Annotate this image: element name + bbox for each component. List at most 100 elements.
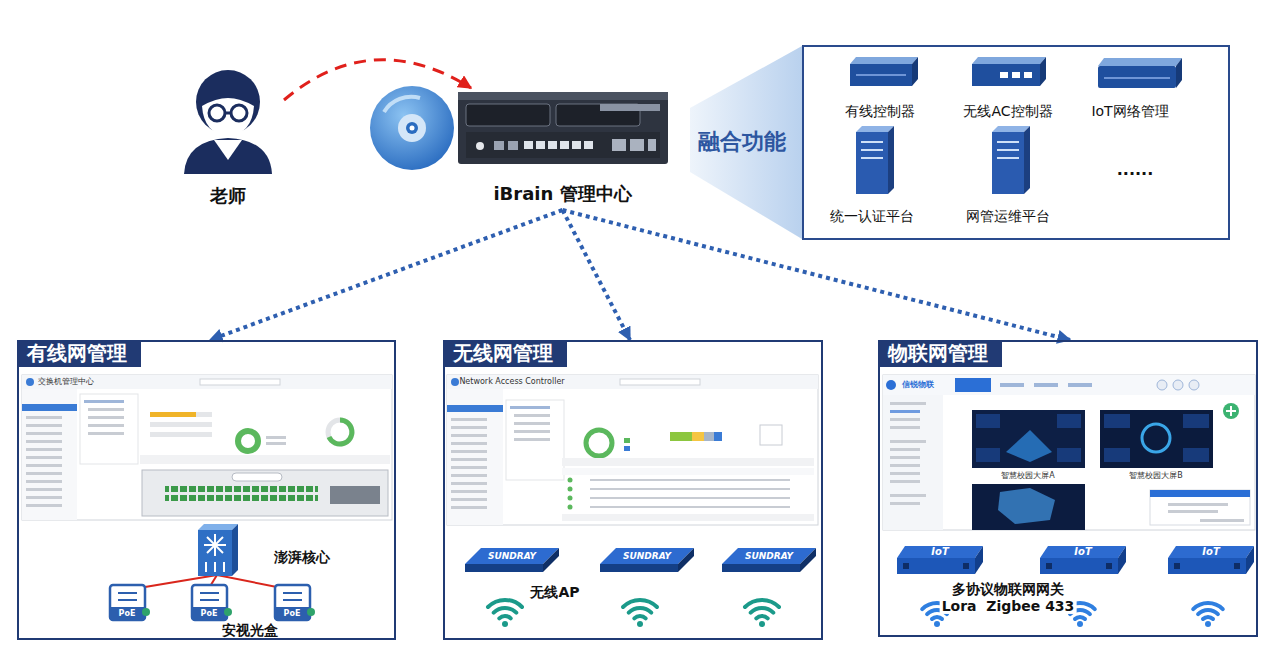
server-label: iBrain 管理中心	[451, 182, 674, 206]
iot-console-screenshot-part	[890, 502, 920, 505]
wifi-signal-part	[499, 616, 510, 618]
server-icon-part	[584, 141, 593, 149]
server-icon-part	[648, 139, 656, 151]
auth-server-icon	[856, 126, 894, 194]
screen-caption: 智慧校园大屏B	[1129, 471, 1183, 480]
brand-tag: IoT	[1202, 546, 1219, 558]
brand-tag: IoT	[931, 546, 948, 558]
switch-console-screenshot-part	[142, 470, 388, 516]
poe-box-icon-part	[224, 608, 232, 616]
switch-console-screenshot-part	[88, 416, 124, 419]
access-point-icon-part	[800, 548, 816, 572]
iot-console-screenshot-part	[890, 480, 920, 483]
disc-icon-part	[384, 97, 420, 112]
switch-console-screenshot-part	[150, 412, 196, 417]
access-point-icon-part	[465, 548, 559, 564]
core-switch-icon-part	[207, 537, 223, 553]
poe-box-icon-part	[283, 599, 302, 601]
wlan-console-screenshot-part	[562, 514, 814, 521]
iot-manager-icon-part	[1176, 58, 1182, 88]
device-label: 安视光盒	[222, 622, 278, 638]
port-tag: PoE	[201, 609, 218, 618]
iot-gateway-icon-part	[1118, 546, 1126, 574]
iot-console-screenshot-part	[1034, 383, 1058, 387]
wifi-signal-part	[759, 621, 765, 627]
switch-console-screenshot-part	[22, 375, 392, 389]
wlan-console-screenshot-part	[568, 487, 573, 492]
switch-console-screenshot-part	[232, 473, 282, 481]
wifi-signal	[488, 600, 779, 627]
disc-icon-part	[398, 114, 426, 142]
panel-title: 物联网管理	[878, 340, 1002, 367]
iot-gateway-icon	[897, 546, 1254, 574]
server-node: iBrain 管理中心	[451, 88, 674, 208]
iot-gateway-icon-part	[963, 563, 969, 569]
switch-console-screenshot-part	[26, 448, 62, 451]
ops-server-icon-part	[1024, 126, 1030, 194]
wifi-signal-part	[629, 608, 652, 613]
poe-box-icon-part	[275, 585, 310, 620]
wifi-signal-part	[488, 600, 522, 607]
teacher-icon-part	[209, 105, 225, 121]
core-switch-icon-part	[198, 530, 232, 576]
wlan-console-screenshot-part	[692, 432, 704, 441]
iot-console-screenshot-part	[1168, 503, 1228, 506]
iot-console-screenshot-part	[1057, 414, 1081, 428]
iot-console-screenshot	[883, 375, 1255, 530]
auth-server-icon-part	[856, 126, 894, 132]
iot-console-screenshot-part	[890, 418, 920, 421]
switch-console-screenshot-part	[26, 456, 62, 459]
iot-console-screenshot-part	[890, 464, 920, 467]
wlan-console-screenshot-part	[510, 406, 550, 409]
device-label: 澎湃核心	[274, 549, 330, 565]
iot-console-screenshot-part	[1189, 380, 1199, 390]
device-label: 有线控制器	[845, 103, 915, 119]
brand-tag: SUNDRAY	[623, 551, 671, 561]
iot-gateway-icon-part	[1168, 546, 1254, 558]
wlan-console-screenshot-part	[624, 438, 630, 443]
iot-gateway-icon-part	[975, 546, 983, 574]
switch-console-screenshot-part	[26, 472, 62, 475]
ac-controller-icon-part	[1024, 72, 1032, 78]
iot-signal-part	[1193, 603, 1223, 609]
switch-console-screenshot-part	[84, 400, 124, 403]
iot-console-screenshot-part	[1157, 380, 1167, 390]
device-label: 多协议物联网网关	[950, 581, 1066, 597]
wlan-console-screenshot-part	[451, 490, 487, 493]
poe-box-icon-part	[110, 585, 145, 620]
wifi-signal-part	[623, 600, 657, 607]
switch-console-screenshot-part	[266, 442, 286, 445]
iot-signal-part	[1205, 621, 1211, 627]
wlan-console-screenshot-part	[447, 375, 818, 389]
dotted-arrow	[210, 210, 563, 340]
iot-console-screenshot-part	[886, 380, 896, 390]
iot-console-screenshot-part	[1183, 414, 1209, 428]
iot-console-screenshot-part	[972, 410, 1085, 468]
server-icon-part	[494, 141, 504, 150]
iot-signal-part	[934, 621, 940, 627]
fusion-heading: 融合功能	[698, 127, 786, 157]
wlan-console-screenshot-part	[620, 379, 700, 385]
auth-server-icon-part	[861, 141, 883, 143]
iot-console-screenshot-part	[890, 456, 920, 459]
iot-panel: 物联网管理	[878, 340, 1258, 637]
iot-console-screenshot-part	[890, 472, 920, 475]
switch-console-screenshot-part	[328, 420, 352, 444]
iot-console-screenshot-part	[1150, 490, 1250, 525]
wlan-console-screenshot-part	[451, 418, 487, 421]
switch-console-screenshot-part	[88, 408, 124, 411]
poe-box-icon-part	[142, 608, 150, 616]
wlan-console-screenshot	[447, 375, 818, 525]
iot-manager-icon	[1098, 58, 1182, 88]
wlan-console-screenshot-part	[506, 400, 564, 480]
panel-title: 有线网管理	[17, 340, 141, 367]
poe-box-icon-part	[192, 585, 227, 620]
screen-title: 交换机管理中心	[38, 377, 94, 386]
core-switch-icon-part	[214, 562, 216, 572]
access-point-icon-part	[722, 564, 800, 572]
wlan-console-screenshot-part	[451, 442, 487, 445]
iot-signal-part	[1203, 617, 1213, 619]
iot-console-screenshot-part	[972, 484, 1085, 530]
wlan-console-screenshot-part	[714, 432, 722, 441]
